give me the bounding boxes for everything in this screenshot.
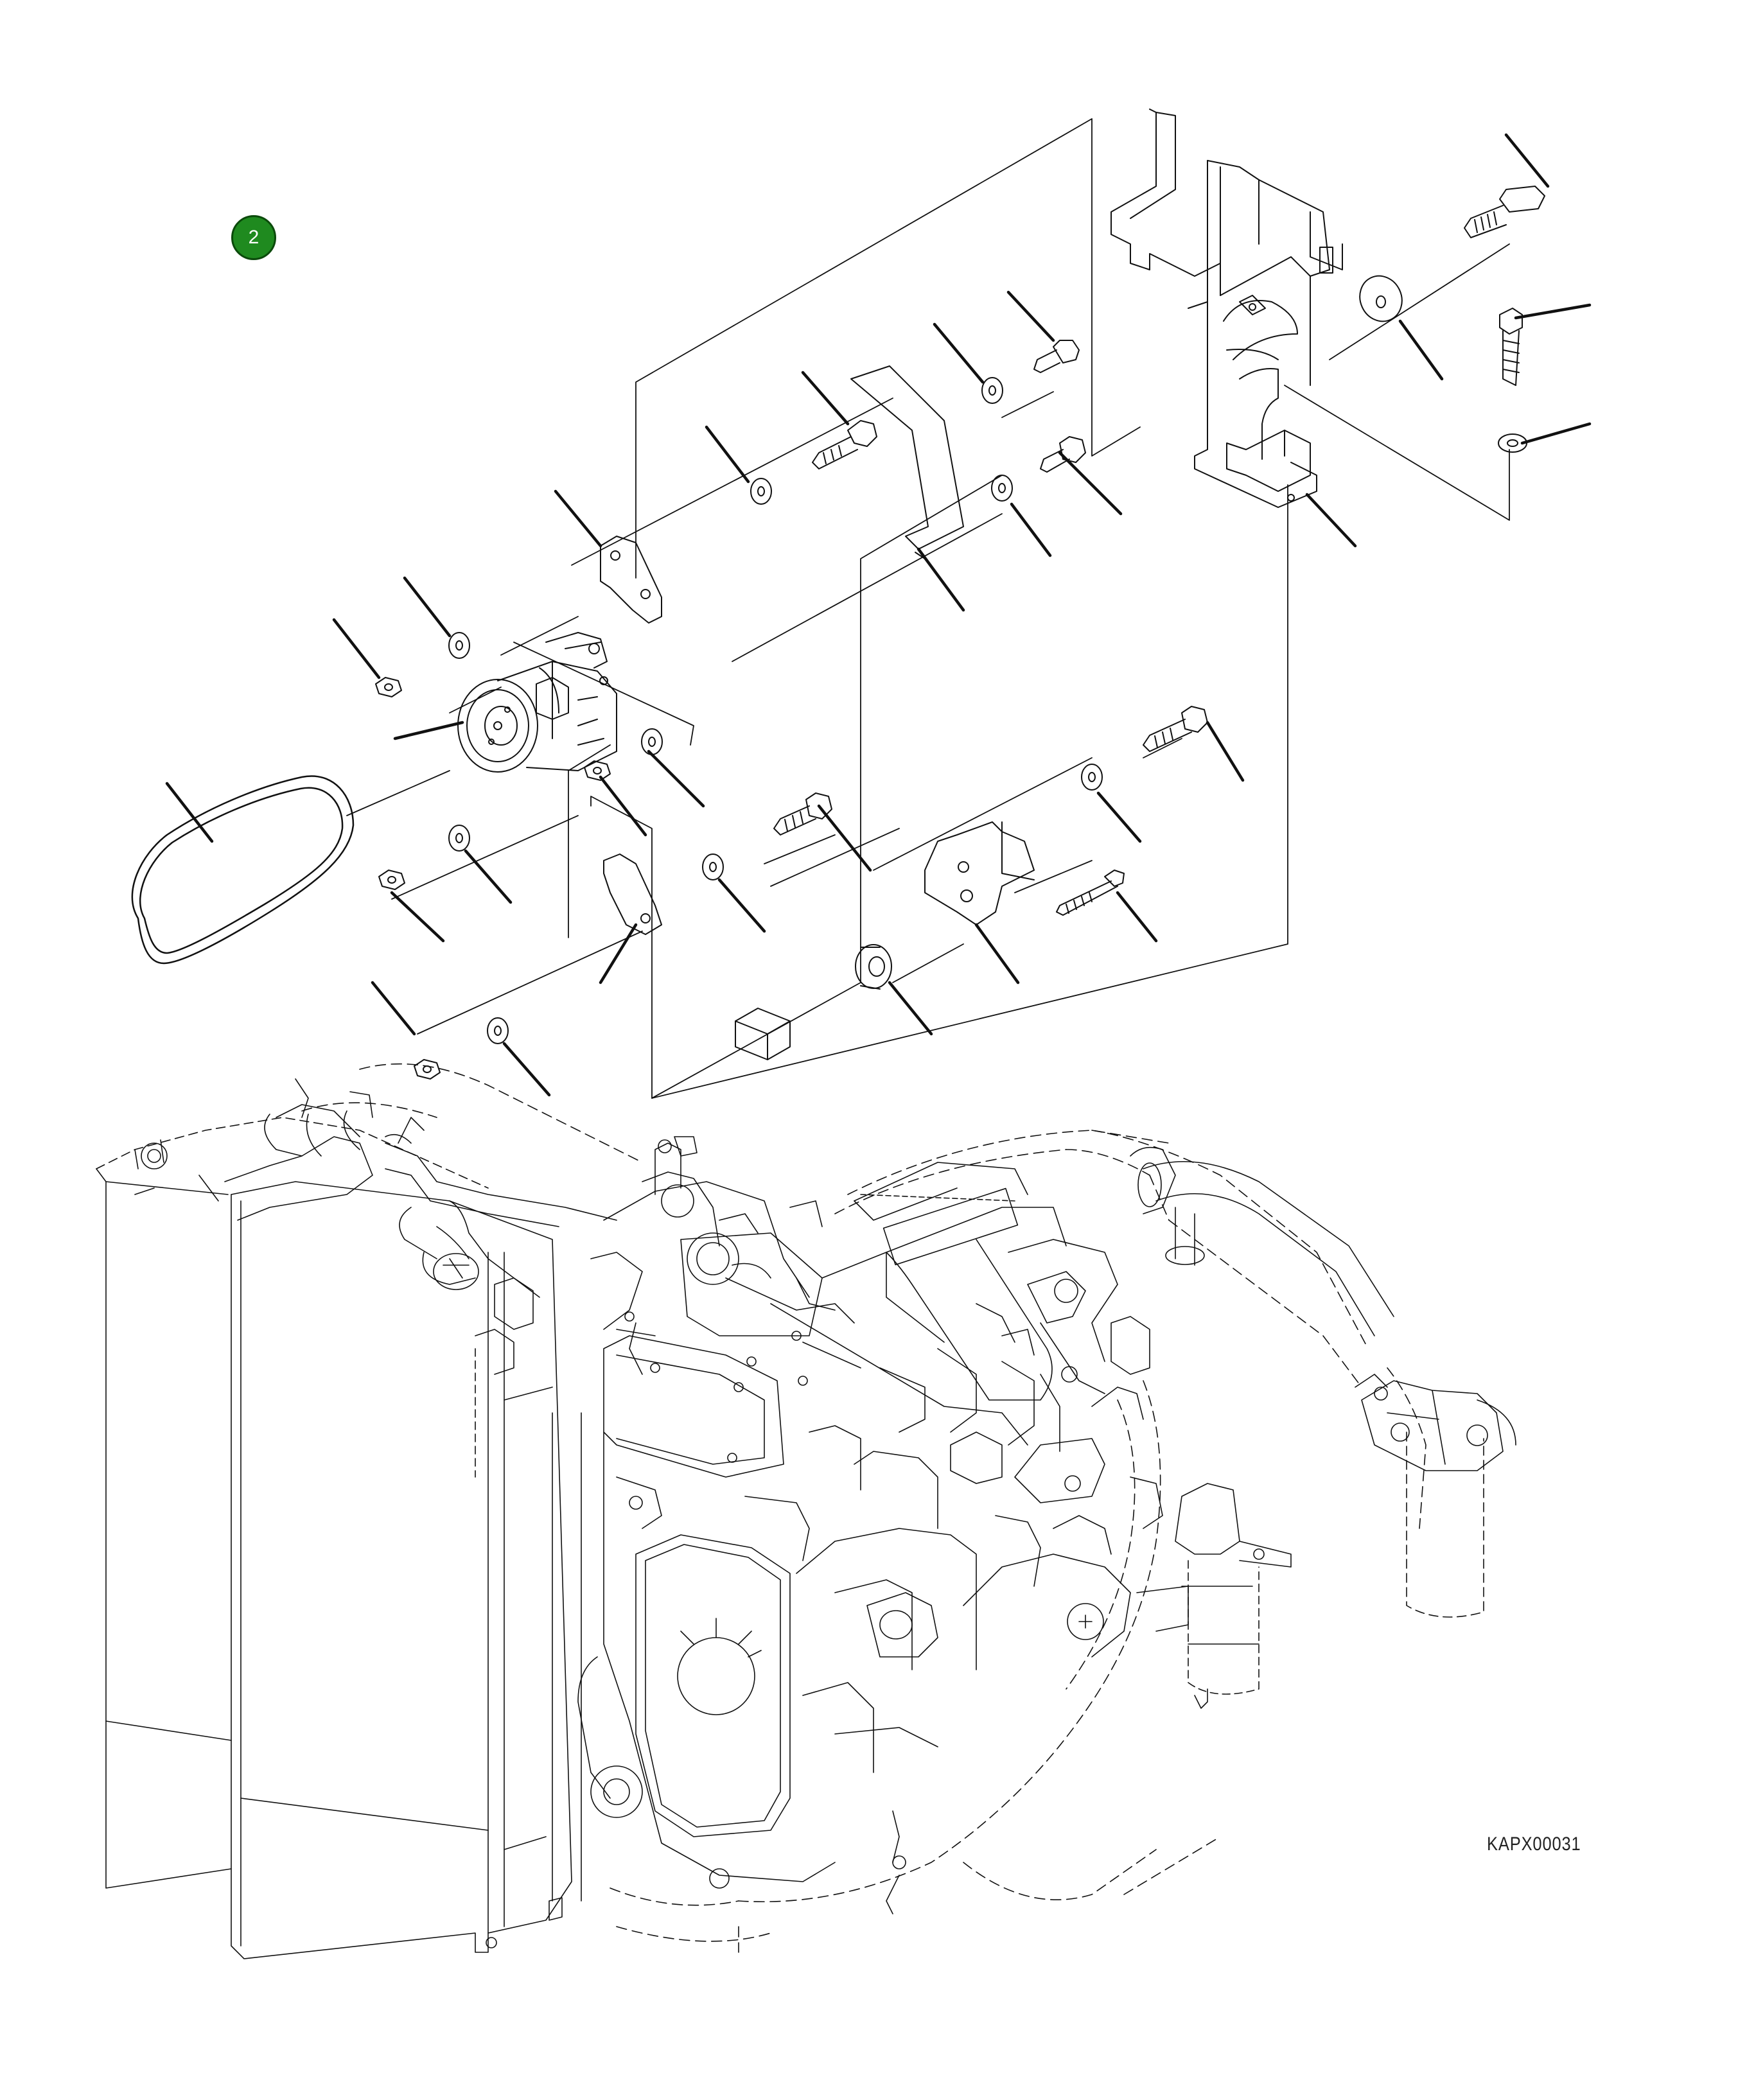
washer-icon[interactable] [642,729,662,755]
hydraulic-hoses [1130,1148,1394,1336]
spacer-icon[interactable] [856,945,891,989]
bolt-icon[interactable] [774,793,832,835]
nut-icon[interactable] [379,870,405,889]
compressor-lower-bracket[interactable] [604,854,662,934]
washer-icon[interactable] [449,825,470,851]
bolt-icon[interactable] [1500,308,1522,385]
nut-icon[interactable] [584,761,610,780]
leader-lines [167,135,1590,1095]
washer-icon[interactable] [1353,269,1409,328]
washer-icon[interactable] [487,1018,508,1044]
bolt-icon[interactable] [1143,706,1207,751]
bolt-icon[interactable] [1057,870,1124,915]
engine-block [578,1140,1163,1914]
bolt-icon[interactable] [1464,186,1545,238]
washer-icon[interactable] [751,478,771,504]
compressor-upper-bracket[interactable] [601,536,662,623]
engine-small-fittings [625,1137,1034,1385]
bolt-icon[interactable] [1040,437,1085,472]
washer-icon[interactable] [703,854,723,880]
assembly-outline-lines [347,119,1509,1098]
washer-icon[interactable] [1082,764,1102,790]
washer-icon[interactable] [992,475,1012,501]
coolant-hoses [302,1064,1426,1952]
ac-compressor[interactable] [458,633,617,772]
callout-marker[interactable]: 2 [231,215,276,260]
intake-pipe [225,1079,655,1477]
drawing-id: KAPX00031 [1487,1833,1581,1855]
engine-assembly-background [96,1064,1516,1959]
belt-tensioner-bracket[interactable] [925,822,1034,925]
washer-icon[interactable] [982,378,1003,403]
fuel-filter [1137,1483,1291,1708]
drive-belt[interactable] [132,776,353,963]
heat-shield-plate[interactable] [851,366,963,559]
fastener-set[interactable] [376,186,1545,1079]
nut-icon[interactable] [414,1060,440,1079]
compressor-mount-bracket[interactable] [1111,109,1342,507]
nut-icon[interactable] [376,678,401,697]
washer-icon[interactable] [449,633,470,658]
hydraulic-filter [1355,1374,1516,1617]
bolt-icon[interactable] [812,421,877,469]
block-spacer-icon[interactable] [735,1008,790,1060]
bolt-icon[interactable] [1034,340,1079,372]
radiator [96,1117,581,1959]
callout-marker-label: 2 [248,227,259,248]
